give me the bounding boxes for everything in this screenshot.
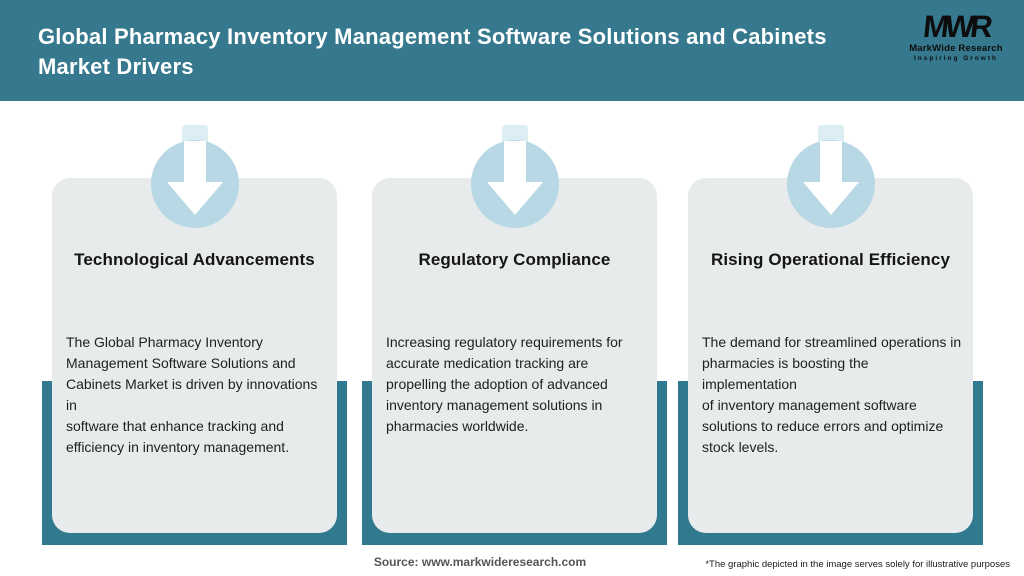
driver-card: Technological Advancements The Global Ph…: [52, 178, 337, 533]
markwide-research-logo: MWR MarkWide Research Inspiring Growth: [904, 9, 1008, 62]
driver-card-group-3: Rising Operational Efficiency The demand…: [678, 125, 983, 545]
down-arrow-icon: [781, 125, 881, 230]
disclaimer-text: *The graphic depicted in the image serve…: [705, 559, 1010, 570]
down-arrow-icon: [465, 125, 565, 230]
logo-tagline: Inspiring Growth: [914, 55, 998, 62]
header-band: Global Pharmacy Inventory Management Sof…: [0, 0, 1024, 101]
driver-card: Rising Operational Efficiency The demand…: [688, 178, 973, 533]
card-body: Increasing regulatory requirements for a…: [386, 334, 623, 434]
source-text: Source: www.markwideresearch.com: [373, 555, 587, 569]
card-body: The demand for streamlined operations in…: [702, 334, 962, 455]
driver-card-group-1: Technological Advancements The Global Ph…: [42, 125, 347, 545]
driver-card-group-2: Regulatory Compliance Increasing regulat…: [362, 125, 667, 545]
driver-card: Regulatory Compliance Increasing regulat…: [372, 178, 657, 533]
card-title: Rising Operational Efficiency: [710, 250, 951, 269]
down-arrow-icon: [145, 125, 245, 230]
logo-name: MarkWide Research: [909, 43, 1003, 54]
card-title: Technological Advancements: [74, 250, 315, 269]
page-title: Global Pharmacy Inventory Management Sof…: [38, 24, 827, 79]
card-body: The Global Pharmacy Inventory Management…: [66, 334, 318, 455]
logo-monogram: MWR: [921, 9, 991, 44]
card-title: Regulatory Compliance: [418, 250, 611, 269]
